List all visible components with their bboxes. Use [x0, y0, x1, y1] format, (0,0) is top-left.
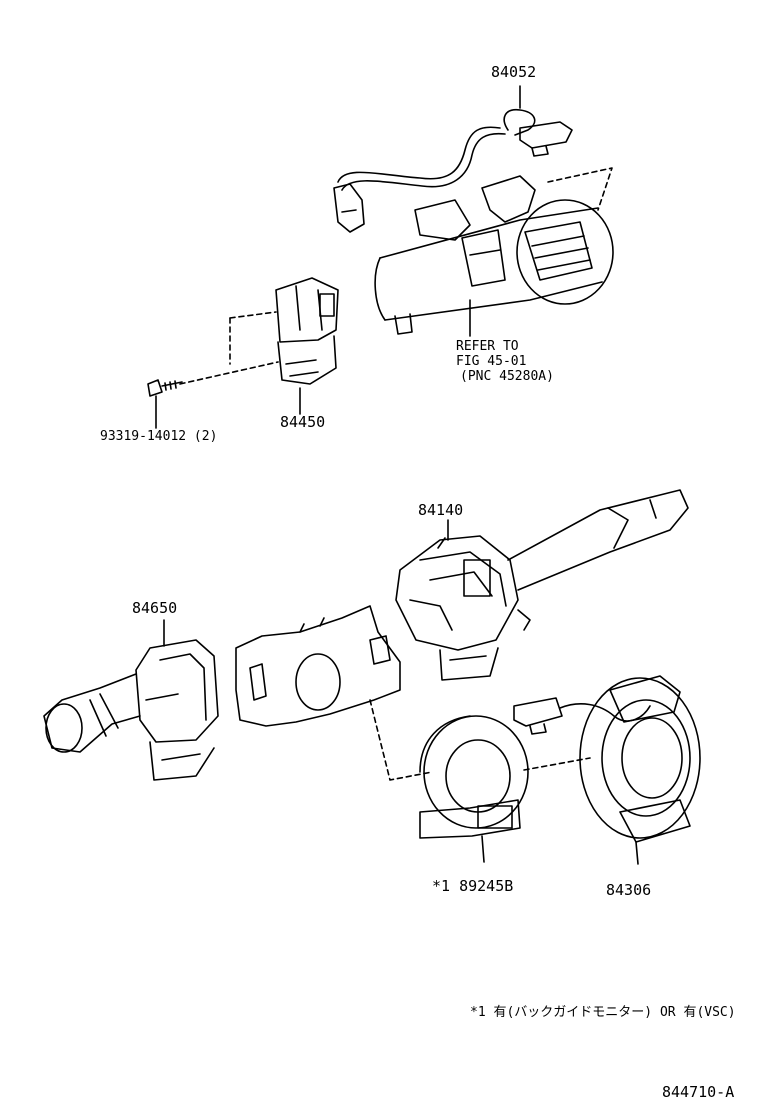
label-84650: 84650 — [132, 599, 178, 617]
label-84450: 84450 — [280, 413, 326, 431]
label-89245B: *1 89245B — [432, 877, 514, 895]
part-bracket-plate — [235, 605, 433, 781]
part-84052-lock-assembly — [333, 108, 614, 335]
label-84052: 84052 — [491, 63, 537, 81]
part-84306-spiral-cable — [513, 675, 701, 865]
footnote: *1 有(バックガイドモニター) OR 有(VSC) — [470, 1005, 736, 1020]
label-screw: 93319-14012 (2) — [100, 429, 218, 444]
figure-code: 844710-A — [662, 1083, 735, 1101]
part-84650-switch — [43, 619, 219, 781]
label-refer-1: REFER TO — [456, 339, 519, 354]
part-84140-switch — [395, 489, 689, 681]
label-84140: 84140 — [418, 501, 464, 519]
label-refer-3: (PNC 45280A) — [460, 369, 554, 384]
part-84450-switch — [147, 277, 339, 429]
label-84306: 84306 — [606, 881, 652, 899]
label-refer-2: FIG 45-01 — [456, 354, 527, 369]
part-89245B-spiral-cable — [419, 715, 591, 863]
